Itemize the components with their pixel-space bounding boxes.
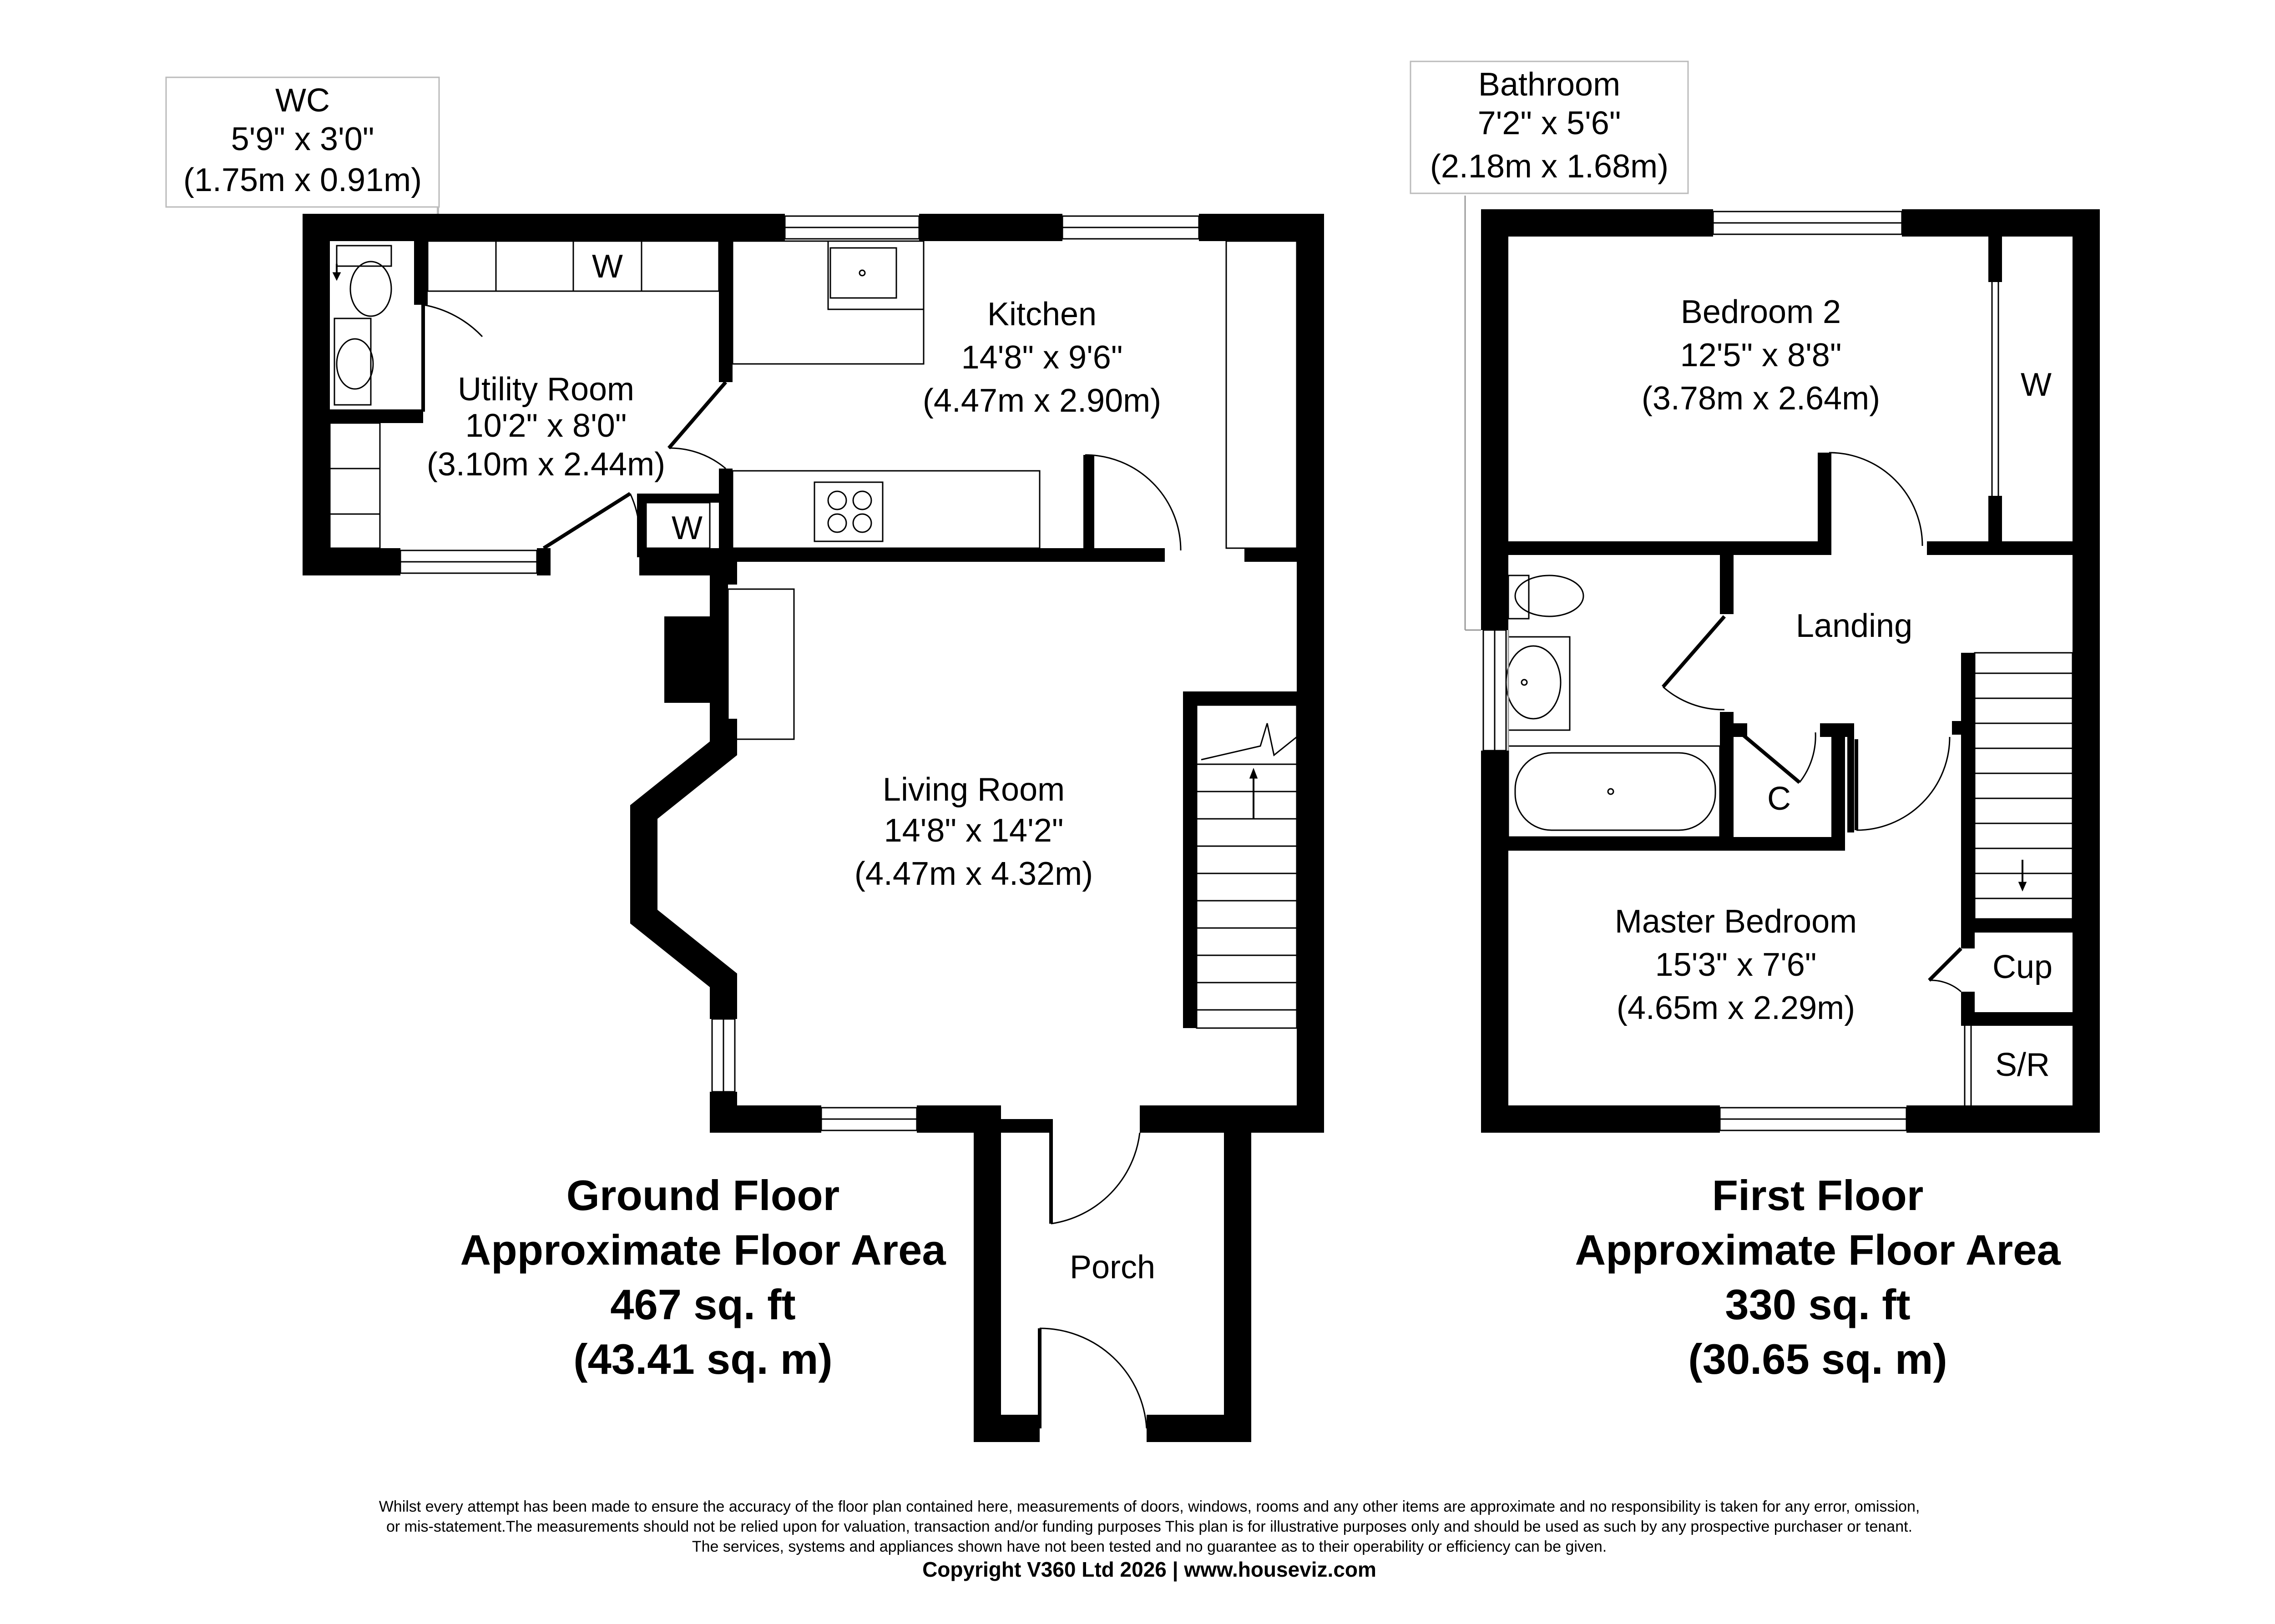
living-room-size-metric: (4.47m x 4.32m)	[854, 856, 1093, 892]
cup-marker: Cup	[1992, 949, 2053, 985]
ground-floor-area-sqm: (43.41 sq. m)	[573, 1335, 832, 1383]
bathroom-name: Bathroom	[1478, 66, 1620, 103]
first-floor-plan: Bathroom 7'2" x 5'6" (2.18m x 1.68m) Bed…	[1410, 61, 2100, 1383]
ground-floor-plan: WC 5'9" x 3'0" (1.75m x 0.91m) Utility R…	[165, 76, 1324, 1442]
ground-floor-area-sqft: 467 sq. ft	[610, 1281, 796, 1328]
first-floor-stairs	[1974, 652, 2073, 920]
utility-room-size-metric: (3.10m x 2.44m)	[427, 446, 665, 483]
sr-marker: S/R	[1995, 1047, 2050, 1083]
utility-room-name: Utility Room	[458, 371, 634, 408]
copyright-notice: Copyright V360 Ltd 2026 | www.houseviz.c…	[922, 1558, 1376, 1581]
wc-label-box	[165, 76, 440, 208]
master-bedroom-size-imperial: 15'3" x 7'6"	[1655, 947, 1817, 983]
ground-floor-subtitle: Approximate Floor Area	[460, 1226, 946, 1274]
kitchen-name: Kitchen	[987, 296, 1097, 333]
disclaimer-line-2: or mis-statement.The measurements should…	[386, 1518, 1913, 1535]
ground-floor-stairs	[1196, 704, 1298, 1029]
bathroom-size-imperial: 7'2" x 5'6"	[1478, 105, 1621, 141]
wc-size-metric: (1.75m x 0.91m)	[183, 162, 422, 198]
utility-wardrobe-marker-2: W	[672, 510, 703, 546]
first-floor-walls	[1481, 209, 2100, 1133]
disclaimer: Whilst every attempt has been made to en…	[0, 1497, 2275, 1581]
living-room-size-imperial: 14'8" x 14'2"	[884, 812, 1064, 849]
bathroom-size-metric: (2.18m x 1.68m)	[1430, 148, 1668, 185]
ground-floor-title: Ground Floor	[566, 1171, 839, 1219]
master-bedroom-name: Master Bedroom	[1615, 903, 1857, 940]
ground-floor-walls	[303, 214, 1324, 1442]
utility-room-size-imperial: 10'2" x 8'0"	[465, 408, 627, 444]
first-floor-subtitle: Approximate Floor Area	[1575, 1226, 2061, 1274]
disclaimer-line-1: Whilst every attempt has been made to en…	[379, 1498, 1920, 1515]
first-floor-windows	[1482, 211, 1999, 1131]
porch-name: Porch	[1070, 1249, 1155, 1286]
living-room-name: Living Room	[883, 772, 1065, 808]
kitchen-size-imperial: 14'8" x 9'6"	[961, 339, 1123, 376]
kitchen-size-metric: (4.47m x 2.90m)	[923, 383, 1161, 419]
disclaimer-line-3: The services, systems and appliances sho…	[692, 1538, 1607, 1555]
landing-name: Landing	[1796, 608, 1912, 644]
ground-floor-interior-walls	[323, 241, 1094, 560]
bedroom-2-size-metric: (3.78m x 2.64m)	[1642, 380, 1880, 417]
ground-floor-windows	[399, 215, 1200, 1131]
master-bedroom-size-metric: (4.65m x 2.29m)	[1617, 990, 1855, 1026]
bedroom-2-size-imperial: 12'5" x 8'8"	[1680, 337, 1842, 373]
bedroom-2-name: Bedroom 2	[1681, 294, 1841, 330]
first-floor-area-sqft: 330 sq. ft	[1725, 1281, 1911, 1328]
bedroom-2-wardrobe-marker: W	[2021, 367, 2052, 403]
ground-floor-fixtures	[329, 240, 1298, 1029]
first-floor-doors	[1661, 452, 1962, 993]
wc-name: WC	[275, 82, 330, 119]
first-floor-labels: Bathroom 7'2" x 5'6" (2.18m x 1.68m) Bed…	[1430, 66, 2061, 1383]
cupboard-c-marker: C	[1767, 781, 1791, 817]
utility-wardrobe-marker: W	[592, 248, 623, 285]
bathroom-label-box	[1410, 61, 1689, 194]
wc-size-imperial: 5'9" x 3'0"	[231, 121, 374, 157]
first-floor-area-sqm: (30.65 sq. m)	[1688, 1335, 1947, 1383]
first-floor-title: First Floor	[1712, 1171, 1924, 1219]
ground-floor-doors	[421, 304, 1182, 1429]
ground-floor-labels: WC 5'9" x 3'0" (1.75m x 0.91m) Utility R…	[183, 82, 1161, 1383]
first-floor-fixtures	[1464, 196, 2073, 920]
